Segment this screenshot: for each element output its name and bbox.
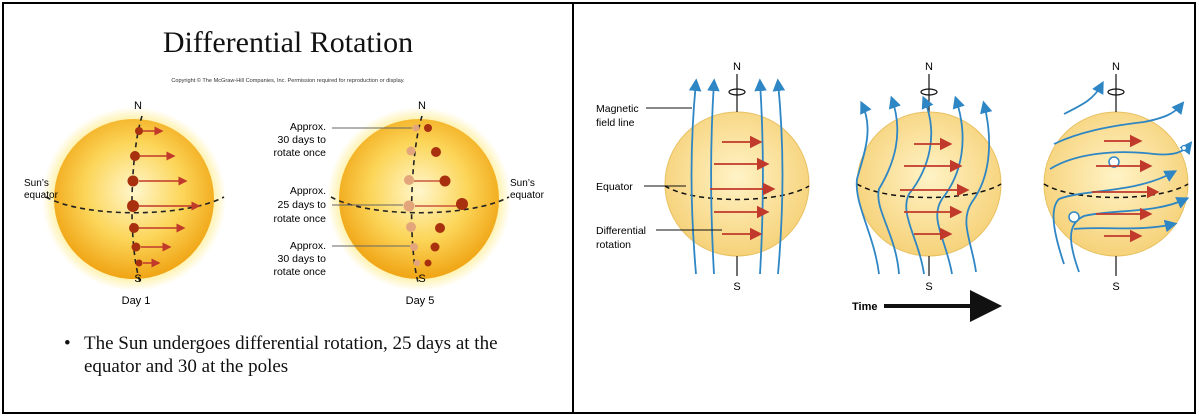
n-label-g2: N [925, 61, 933, 73]
globe-1 [664, 74, 810, 276]
approx-mid-2: 25 days to [278, 199, 327, 211]
time-label: Time [852, 301, 877, 313]
magnetic-label-2: field line [596, 117, 635, 129]
bullet-symbol: • [64, 333, 71, 354]
s-label-g3: S [1112, 281, 1119, 293]
n-label-g1: N [733, 61, 741, 73]
s-label-g1: S [733, 281, 740, 293]
slide-title: Differential Rotation [162, 26, 414, 59]
suns-equator-left-2: equator [24, 190, 59, 201]
equator-label: Equator [596, 181, 633, 193]
n-label-day5: N [418, 100, 426, 112]
magnetic-field-diagram: Magnetic field line Equator Differential… [596, 61, 1193, 322]
suns-equator-left-1: Sun’s [24, 178, 49, 189]
approx-top-2: 30 days to [278, 134, 327, 146]
left-slide: Differential Rotation Copyright © The Mc… [4, 4, 572, 412]
day1-label: Day 1 [122, 295, 151, 307]
approx-top-3: rotate once [273, 147, 326, 159]
approx-bot-2: 30 days to [278, 253, 327, 265]
copyright-notice: Copyright © The McGraw-Hill Companies, I… [171, 78, 405, 84]
panel-divider [572, 2, 574, 414]
sun-day1 [42, 107, 226, 291]
n-label-g3: N [1112, 61, 1120, 73]
s-label-day1: S [134, 273, 141, 285]
approx-bot-3: rotate once [273, 266, 326, 278]
day-diagram: N S N S Day 1 Day 5 Sun’s equator Sun’s … [24, 100, 545, 307]
s-label-day5: S [418, 273, 425, 285]
spots-day5 [403, 124, 468, 267]
differential-label-1: Differential [596, 225, 646, 237]
approx-mid-1: Approx. [290, 185, 326, 197]
bullet-point: • The Sun undergoes differential rotatio… [64, 332, 534, 378]
differential-label-2: rotation [596, 239, 631, 251]
day5-label: Day 5 [406, 295, 435, 307]
globe-2 [855, 74, 1002, 276]
magnetic-label-1: Magnetic [596, 103, 639, 115]
approx-bot-1: Approx. [290, 240, 326, 252]
suns-equator-right-2: equator [510, 190, 545, 201]
globe-3 [1043, 74, 1193, 276]
right-slide: Magnetic field line Equator Differential… [574, 4, 1194, 412]
spots-day1 [127, 126, 201, 268]
bullet-text: The Sun undergoes differential rotation,… [84, 333, 498, 377]
suns-equator-right-1: Sun’s [510, 178, 535, 189]
s-label-g2: S [925, 281, 932, 293]
approx-mid-3: rotate once [273, 213, 326, 225]
approx-top-1: Approx. [290, 121, 326, 133]
sun-day5 [327, 107, 511, 291]
n-label-day1: N [134, 100, 142, 112]
